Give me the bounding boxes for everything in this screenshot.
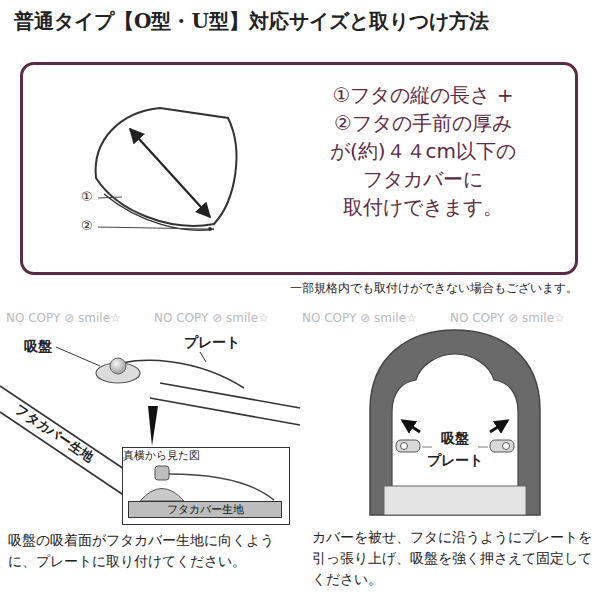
suction-cup-knob <box>110 358 126 374</box>
instruction: カバーを被せ、フタに沿うようにプレートを引っ張り上げ、吸盤を強く押さえて固定して… <box>312 527 596 590</box>
lid-hinge-area <box>384 486 526 515</box>
leader-line <box>56 347 100 366</box>
info-panel: ①フタの縦の長さ + ②フタの手前の厚み が(約)４４cm以下の フタカバーに … <box>20 62 578 275</box>
leader-line <box>98 227 208 229</box>
leader-line <box>200 352 206 362</box>
leader-dot <box>208 227 212 231</box>
page-title: 普通タイプ【O型・U型】対応サイズと取りつけ方法 <box>14 8 489 34</box>
callout-number: ② <box>81 218 93 235</box>
board-edge <box>150 398 300 425</box>
lid-inner <box>392 354 518 490</box>
watermark: NO COPY ⊘ smile☆ <box>154 311 269 327</box>
watermark: NO COPY ⊘ smile☆ <box>450 311 565 327</box>
watermark: NO COPY ⊘ smile☆ <box>302 311 417 327</box>
part-name: フタカバー生地 <box>11 401 96 466</box>
panel-text: ①フタの縦の長さ + ②フタの手前の厚み が(約)４４cm以下の フタカバーに … <box>329 81 517 221</box>
note: 一部規格内でも取付けができない場合もございます。 <box>150 281 578 297</box>
callout-number: ① <box>81 189 93 206</box>
part-name: プレート <box>184 333 240 351</box>
lid-outline <box>96 108 237 226</box>
part-name: 吸盤 <box>24 337 52 355</box>
leader-line <box>98 197 122 198</box>
suction-cup <box>401 443 408 450</box>
suction-cup-side <box>140 489 184 502</box>
plate <box>396 440 420 452</box>
part-name: プレート <box>424 451 486 469</box>
length-arrow <box>130 129 210 217</box>
leader-line <box>422 447 432 448</box>
inset-box: フタカバー生地 真横から見た図 <box>122 447 290 525</box>
suction-cup <box>503 443 510 450</box>
inset-ground <box>123 448 289 524</box>
plate <box>490 440 514 452</box>
pointer-wedge <box>148 406 158 446</box>
band-label: フタカバー生地 <box>167 503 275 516</box>
fabric-band: フタカバー生地 <box>128 501 282 518</box>
pull-arrow <box>490 421 507 432</box>
plate-side <box>169 474 274 500</box>
inset-heading: 真横から見た図 <box>123 448 200 463</box>
suction-cup-knob <box>155 466 169 480</box>
instruction: 吸盤の吸着面がフタカバー生地に向くように、プレートに取り付けてください。 <box>8 530 292 572</box>
pull-arrow <box>403 421 420 432</box>
part-name: 吸盤 <box>438 429 472 447</box>
watermark: NO COPY ⊘ smile☆ <box>6 311 121 327</box>
leader-line <box>478 447 488 448</box>
lid-thickness <box>104 194 214 230</box>
board-edge <box>0 386 130 473</box>
lid-cover <box>370 330 540 515</box>
board-edge <box>0 412 122 494</box>
